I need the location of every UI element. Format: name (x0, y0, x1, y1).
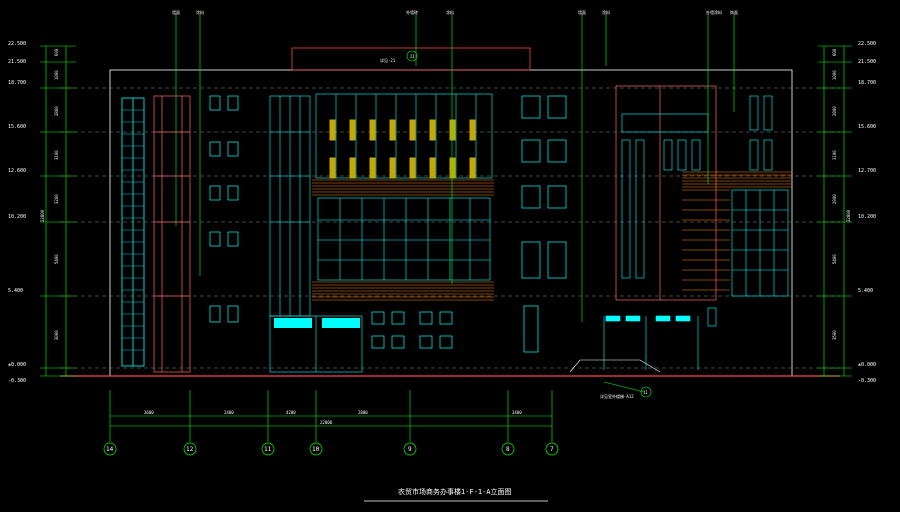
svg-text:墙面: 墙面 (578, 9, 586, 15)
svg-text:2800: 2800 (54, 106, 59, 116)
svg-text:14: 14 (106, 446, 114, 453)
svg-text:3600: 3600 (144, 410, 154, 415)
level-label: 18.700 (858, 80, 876, 86)
svg-text:涂料: 涂料 (446, 9, 454, 15)
stair-outline (569, 359, 661, 373)
level-label: 12.700 (858, 168, 876, 174)
callout-labels: 墙面 涂料 外墙砖 涂料 墙面 涂料 外墙涂料 饰面 (172, 9, 738, 15)
svg-text:8: 8 (506, 446, 510, 453)
level-label: -0.300 (8, 378, 26, 384)
level-label: 18.700 (8, 80, 26, 86)
svg-text:11: 11 (264, 446, 272, 453)
svg-text:3400: 3400 (512, 410, 522, 415)
level-label: 21.500 (858, 59, 876, 65)
svg-text:12: 12 (186, 446, 194, 453)
left-dim-labels: 600 1000 2800 3100 3200 5400 3000 22800 (40, 48, 59, 340)
left-glass-grid (122, 109, 144, 351)
svg-text:5400: 5400 (54, 254, 59, 264)
orange-louvers-center (312, 179, 494, 301)
svg-text:9: 9 (408, 446, 412, 453)
svg-text:涂料: 涂料 (602, 9, 610, 15)
svg-text:2800: 2800 (358, 410, 368, 415)
svg-text:3200: 3200 (54, 194, 59, 204)
right-block-frame (615, 85, 717, 301)
yellow-spandrels (329, 119, 476, 179)
level-label: 10.200 (8, 214, 26, 220)
level-label: 15.600 (858, 124, 876, 130)
building-outline (109, 47, 793, 377)
axis-dim-lines (109, 390, 553, 442)
axis-dim-labels: 3600 2400 4200 2800 3400 22800 (144, 410, 522, 425)
level-label: 5.400 (8, 288, 23, 294)
svg-text:22800: 22800 (320, 420, 333, 425)
svg-text:1000: 1000 (54, 70, 59, 80)
svg-text:7: 7 (550, 446, 554, 453)
svg-text:4200: 4200 (286, 410, 296, 415)
svg-text:涂料: 涂料 (196, 9, 204, 15)
level-label: 5.400 (858, 288, 873, 294)
svg-text:10: 10 (312, 446, 320, 453)
right-louvers (682, 171, 792, 291)
ground-windows-center (371, 311, 453, 349)
drawing-title: 农贸市场商务办事楼1-F-1-A立面图 (398, 487, 512, 496)
svg-text:饰面: 饰面 (730, 9, 738, 15)
center-curtain-upper (315, 93, 493, 179)
detail-tag: 详见-21 (380, 57, 396, 63)
right-corner-glazing (731, 189, 789, 297)
svg-text:5400: 5400 (832, 254, 837, 264)
axis-labels: 14 12 11 10 9 8 7 (106, 446, 554, 453)
mid-right-windows (521, 95, 567, 353)
svg-text:2800: 2800 (832, 106, 837, 116)
level-label: 10.200 (858, 214, 876, 220)
right-ground-openings (603, 307, 717, 370)
svg-text:3100: 3100 (54, 150, 59, 160)
level-label: -0.300 (858, 378, 876, 384)
svg-text:600: 600 (54, 48, 59, 56)
level-label: 12.600 (8, 168, 26, 174)
right-block-windows (621, 113, 709, 279)
level-label: 15.600 (8, 124, 26, 130)
svg-text:22800: 22800 (40, 209, 45, 222)
svg-text:2900: 2900 (832, 194, 837, 204)
callout-mark (640, 386, 652, 398)
svg-text:11: 11 (643, 390, 648, 395)
tall-glazing (269, 95, 311, 317)
level-label: 22.500 (8, 41, 26, 47)
svg-text:2400: 2400 (224, 410, 234, 415)
entrance-canopy (274, 318, 360, 328)
detail-tag-stair: 详见室外楼梯-A12 (600, 393, 634, 399)
level-label: ±0.000 (8, 362, 26, 368)
entrance-frames (269, 315, 363, 373)
right-level-labels: 22.500 21.500 18.700 15.600 12.700 10.20… (858, 41, 876, 384)
svg-text:21: 21 (410, 54, 415, 59)
left-pilaster (153, 95, 191, 373)
left-windows (209, 95, 239, 323)
right-dim-labels: 600 1000 2800 3100 2900 5400 3500 22800 (832, 48, 851, 340)
svg-text:22800: 22800 (846, 209, 851, 222)
svg-text:1000: 1000 (832, 70, 837, 80)
svg-text:外墙砖: 外墙砖 (406, 9, 418, 15)
svg-text:3500: 3500 (832, 330, 837, 340)
left-level-labels: 22.500 21.500 18.700 15.600 12.600 10.20… (8, 41, 26, 384)
svg-text:3000: 3000 (54, 330, 59, 340)
left-glass-column (121, 97, 145, 367)
svg-text:墙面: 墙面 (172, 9, 180, 15)
axis-bubbles (103, 442, 559, 456)
right-upper-windows (749, 95, 773, 171)
svg-text:3100: 3100 (832, 150, 837, 160)
level-label: ±0.000 (858, 362, 876, 368)
svg-text:外墙涂料: 外墙涂料 (706, 9, 722, 15)
center-curtain-lower (317, 197, 491, 281)
level-label: 22.500 (858, 41, 876, 47)
leader-lines (175, 14, 735, 393)
callout-mark (406, 50, 418, 62)
svg-text:600: 600 (832, 48, 837, 56)
level-label: 21.500 (8, 59, 26, 65)
left-ruler (40, 45, 76, 377)
right-ruler (818, 45, 852, 377)
